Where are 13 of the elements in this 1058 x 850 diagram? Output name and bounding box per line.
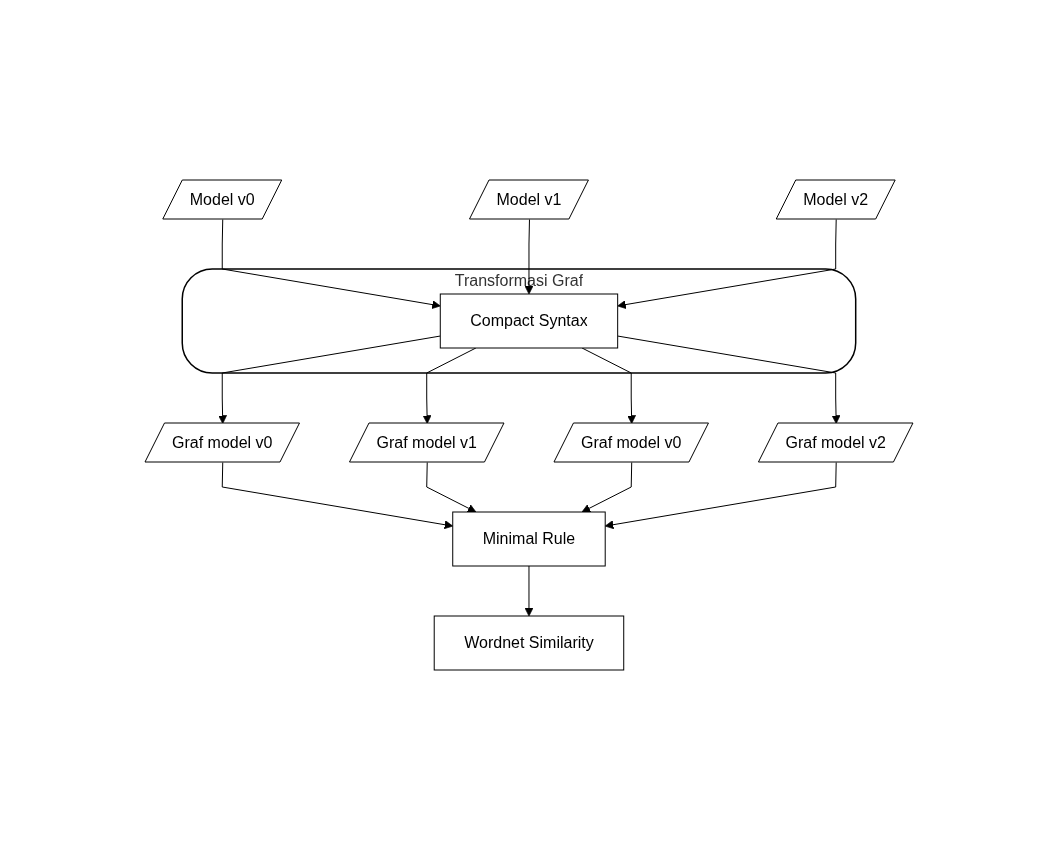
arrow	[604, 462, 837, 530]
arrow	[581, 462, 633, 513]
node-box: Minimal Rule	[452, 511, 606, 567]
arrow	[221, 462, 454, 530]
arrow	[218, 335, 441, 424]
arrow	[617, 219, 837, 309]
arrow	[426, 462, 477, 513]
node-box: Compact Syntax	[439, 293, 619, 349]
node-box: Wordnet Similarity	[433, 615, 625, 671]
arrow	[524, 219, 534, 295]
arrow	[221, 219, 441, 309]
arrow	[524, 565, 534, 617]
arrow	[617, 335, 841, 424]
